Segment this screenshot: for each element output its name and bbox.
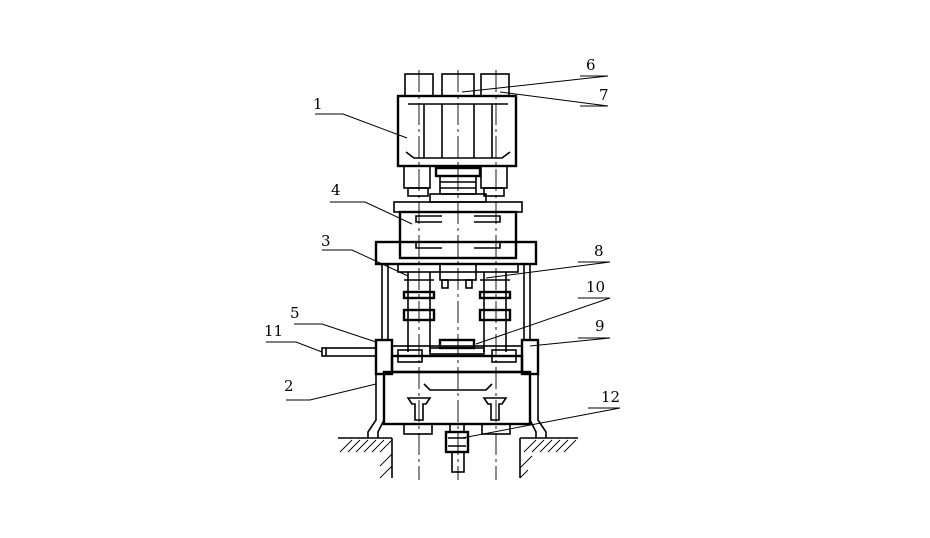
top-cylinder-caps: [404, 73, 510, 97]
side-rod: [321, 347, 377, 357]
callout-8: 8: [594, 242, 604, 260]
callout-1: 1: [313, 95, 323, 113]
upper-housing: [396, 94, 518, 168]
callout-7: 7: [599, 86, 609, 104]
callout-3: 3: [321, 232, 331, 250]
slide-table: [374, 338, 540, 376]
ground-hatching: [338, 437, 578, 479]
callout-2: 2: [284, 377, 294, 395]
callout-4: 4: [331, 181, 341, 199]
callout-11: 11: [264, 322, 283, 340]
callout-9: 9: [595, 317, 605, 335]
base-frame: [367, 370, 547, 438]
leader-lines: [266, 75, 621, 439]
callout-5: 5: [290, 304, 300, 322]
callout-6: 6: [586, 56, 596, 74]
cylinder-stubs: [403, 165, 508, 203]
callout-12: 12: [601, 388, 620, 406]
die-workpiece: [429, 338, 485, 355]
lower-brackets: [403, 397, 511, 435]
callout-labels: 1 2 3 4 5 6 7 8 9 10 11 12: [264, 56, 620, 406]
bottom-bolt: [444, 423, 470, 473]
centerlines: [418, 70, 497, 480]
guide-columns: [397, 263, 519, 352]
callout-10: 10: [586, 278, 605, 296]
